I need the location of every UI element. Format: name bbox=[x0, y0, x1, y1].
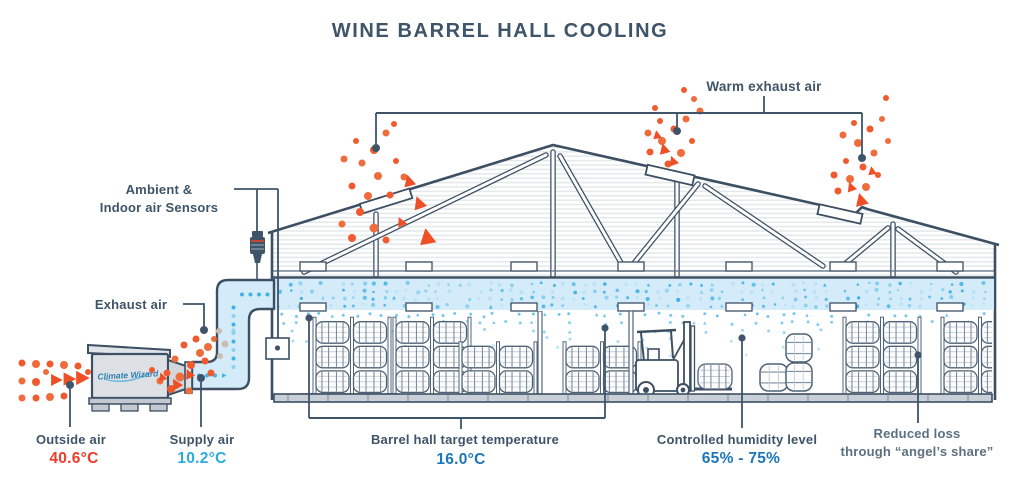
sensors-label: Ambient & Indoor air Sensors bbox=[100, 181, 218, 216]
sensors-label-line1: Ambient & bbox=[125, 182, 193, 197]
wall-vents bbox=[299, 261, 964, 272]
leader-lines bbox=[66, 96, 922, 429]
forklift bbox=[635, 321, 733, 396]
brand-swoosh bbox=[103, 371, 152, 382]
hall-interior bbox=[294, 311, 992, 396]
outside-air-label: Outside air bbox=[35, 432, 107, 447]
exhaust-air-label: Exhaust air bbox=[94, 297, 168, 312]
sensors-label-line2: Indoor air Sensors bbox=[99, 199, 219, 215]
supply-air-label: Supply air bbox=[169, 432, 235, 447]
warm-exhaust-air-label: Warm exhaust air bbox=[706, 79, 822, 94]
target-temperature-label: Barrel hall target temperature bbox=[370, 432, 560, 447]
ceiling-diffusers bbox=[299, 302, 964, 312]
outdoor-sensor-icon bbox=[250, 231, 265, 280]
outside-air-value: 40.6°C bbox=[49, 450, 99, 467]
reduced-loss-line2: through “angel’s share” bbox=[840, 443, 994, 459]
humidity-value: 65% - 75% bbox=[701, 450, 781, 467]
roofline bbox=[267, 143, 1000, 247]
warm-exhaust-air-dots bbox=[338, 87, 891, 246]
roof-exhaust-vents bbox=[358, 163, 864, 225]
reduced-loss-line1: Reduced loss bbox=[873, 426, 961, 441]
barrel-hall-building bbox=[267, 143, 1000, 403]
brand-logo: Climate Wizard bbox=[97, 368, 159, 381]
reduced-loss-label: Reduced loss through “angel’s share” bbox=[841, 425, 994, 460]
supply-air-value: 10.2°C bbox=[177, 450, 227, 467]
outside-air-arrows bbox=[18, 359, 91, 402]
hall-floor bbox=[273, 393, 993, 403]
target-temperature-value: 16.0°C bbox=[436, 451, 486, 468]
roof-truss bbox=[301, 149, 959, 278]
unit-exhaust-air-dots bbox=[149, 328, 229, 395]
page-title: WINE BARREL HALL COOLING bbox=[331, 20, 669, 42]
cool-air-band-dots bbox=[276, 280, 987, 310]
indoor-sensor-icon bbox=[265, 337, 290, 360]
sensors bbox=[234, 188, 290, 360]
humidity-label: Controlled humidity level bbox=[656, 432, 818, 447]
